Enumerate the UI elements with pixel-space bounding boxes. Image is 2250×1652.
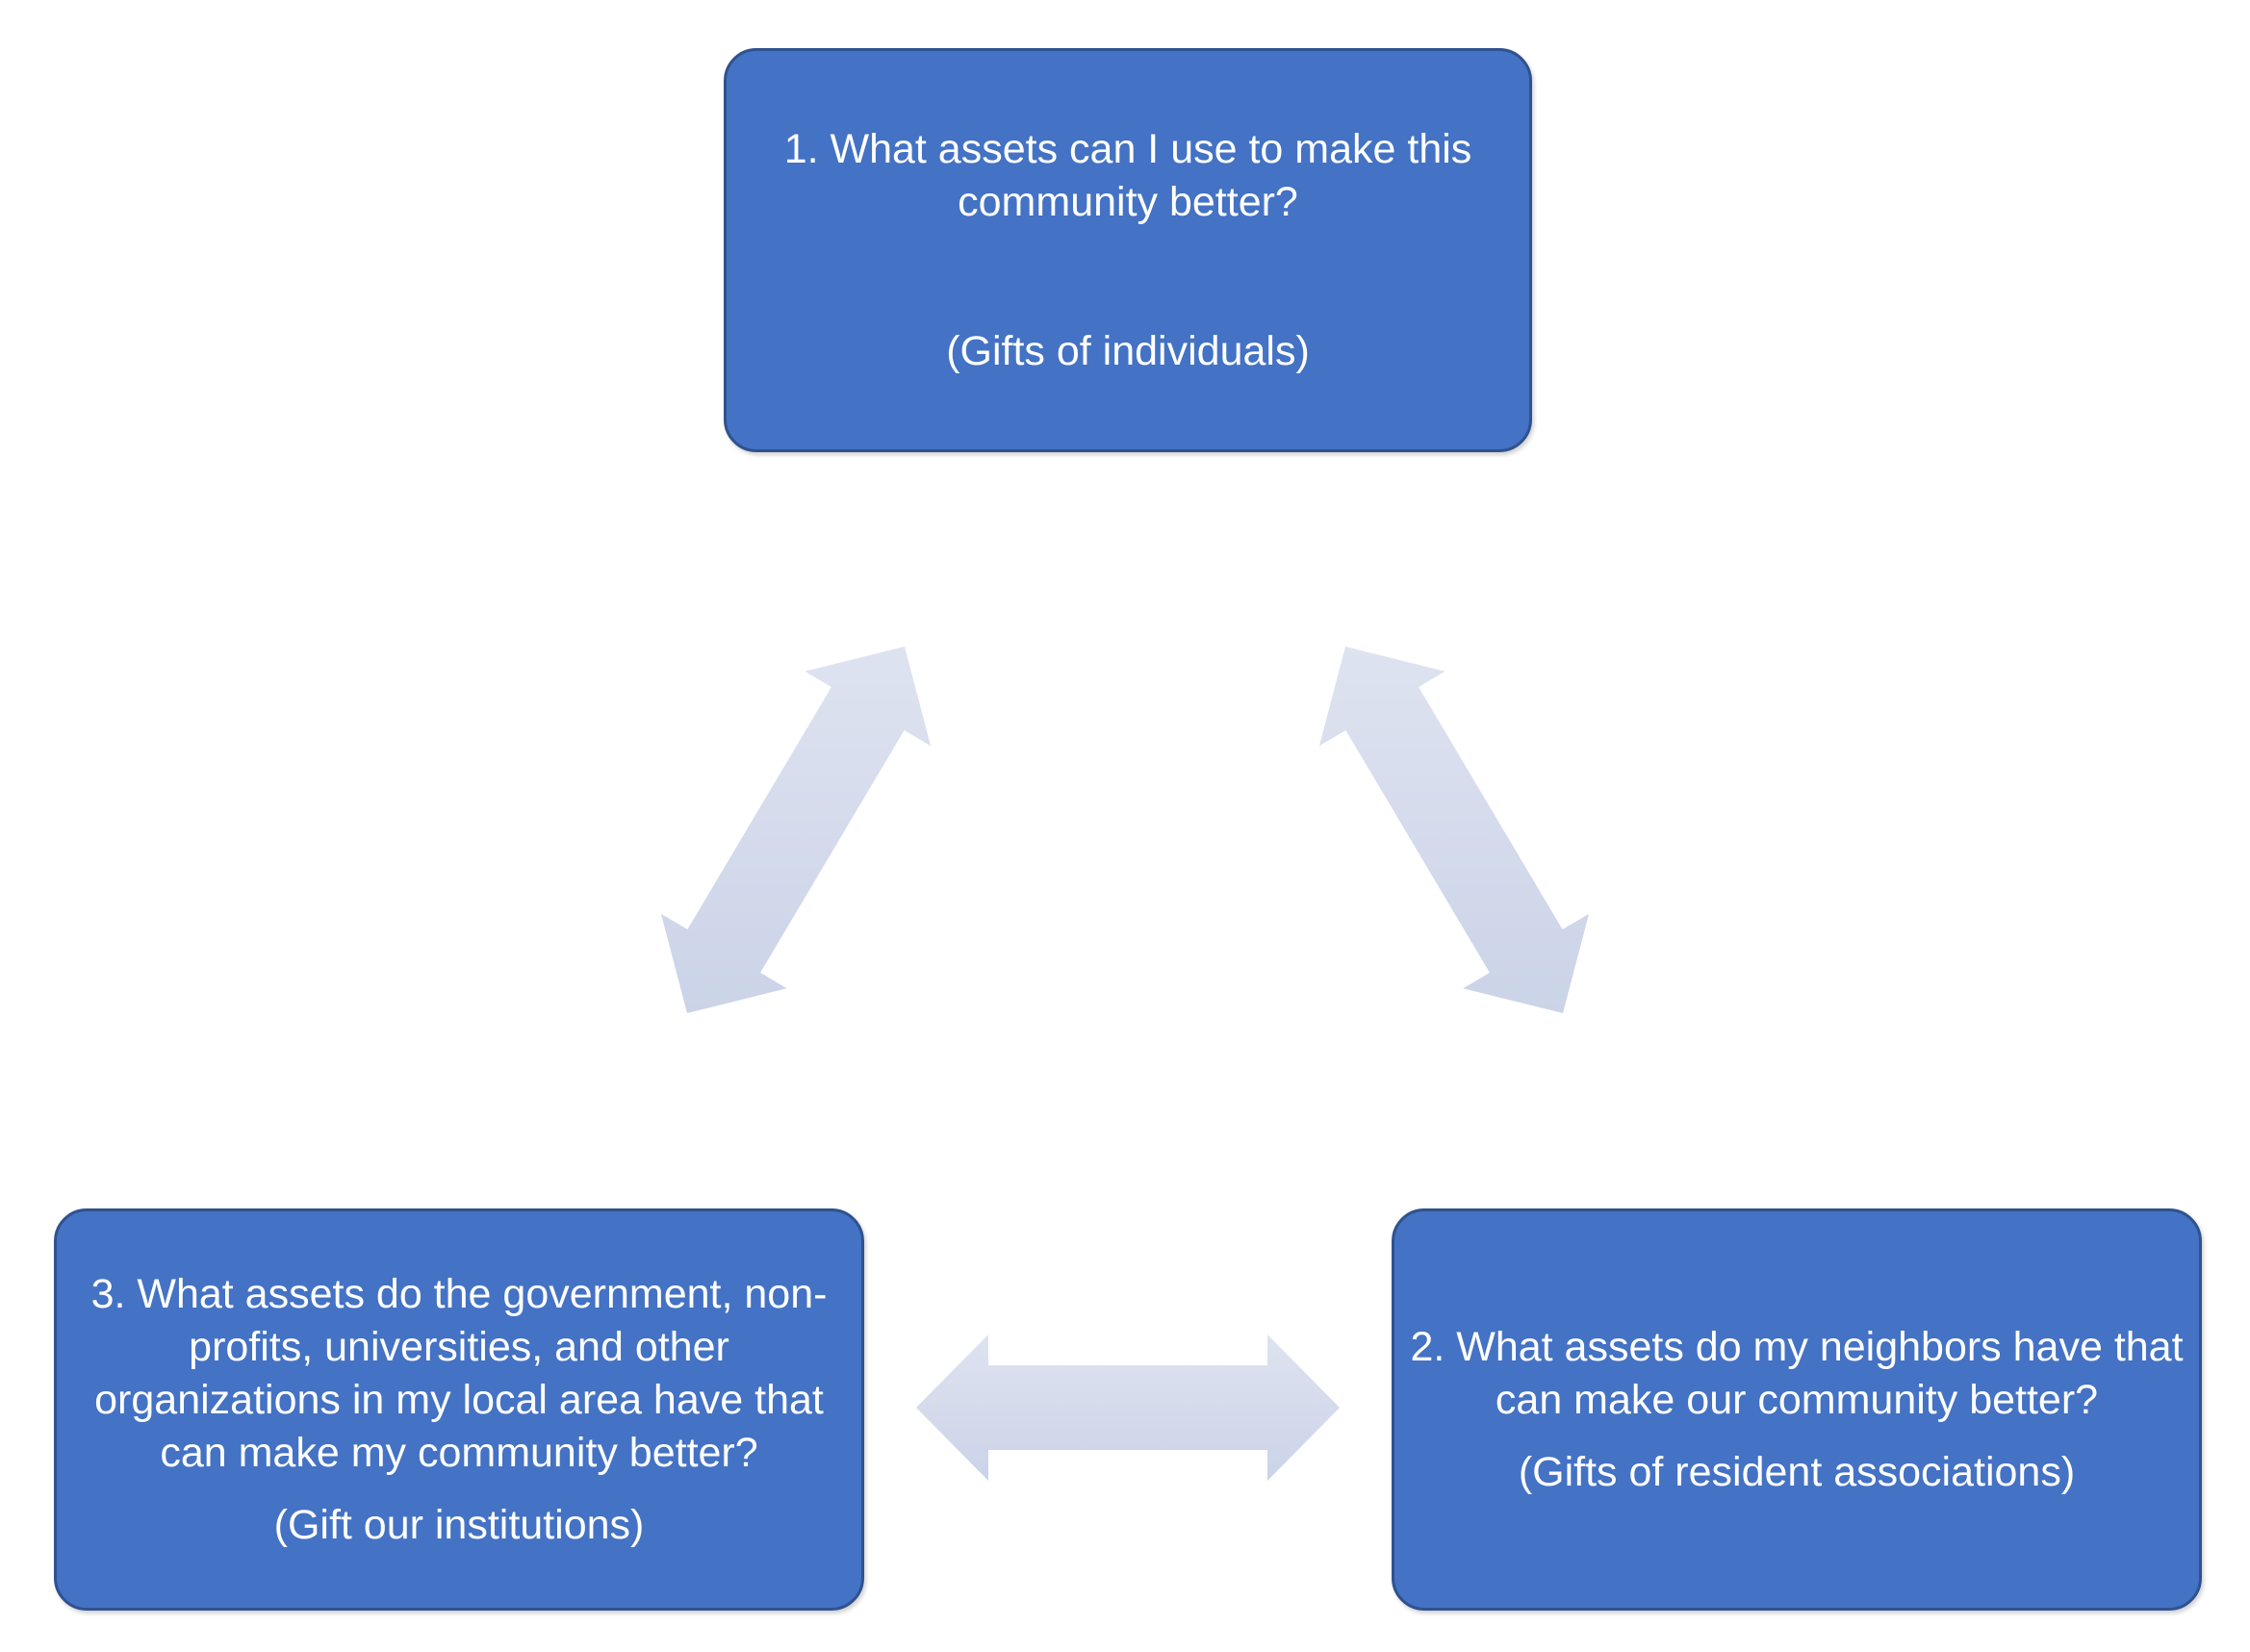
node-subtitle: (Gifts of resident associations) <box>1518 1448 2076 1495</box>
double-arrow-top-right <box>1318 647 1590 1013</box>
node-question: 3. What assets do the government, non-pr… <box>90 1270 828 1476</box>
double-arrow-left-right <box>916 1334 1340 1481</box>
node-institution-assets: 3. What assets do the government, non-pr… <box>54 1208 864 1611</box>
node-question: 2. What assets do my neighbors have that… <box>1410 1323 2184 1423</box>
node-subtitle: (Gift our institutions) <box>273 1501 645 1548</box>
node-individual-assets: 1. What assets can I use to make this co… <box>724 48 1532 452</box>
node-question: 1. What assets can I use to make this co… <box>783 125 1472 225</box>
node-neighbor-assets: 2. What assets do my neighbors have that… <box>1392 1208 2202 1611</box>
node-subtitle: (Gifts of individuals) <box>946 327 1310 374</box>
double-arrow-top-left <box>660 647 932 1013</box>
